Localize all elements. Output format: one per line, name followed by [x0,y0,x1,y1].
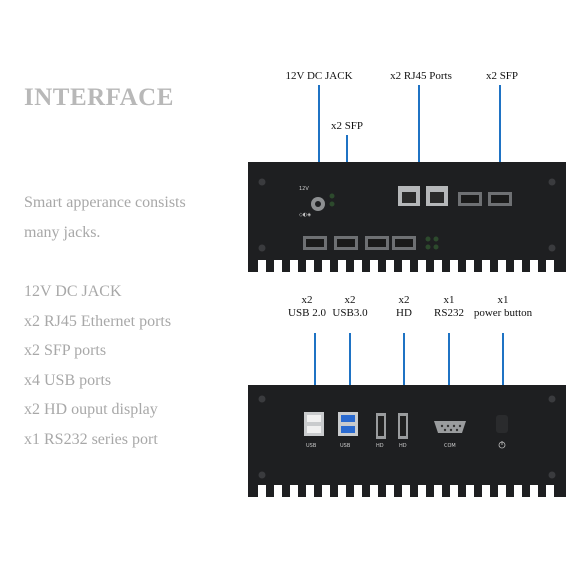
spec-item: x4 USB ports [24,371,112,389]
leader-line [502,333,504,423]
label-name: HD [396,307,412,319]
label-hd: x2 HD [382,294,426,320]
label-usb30: x2 USB3.0 [328,294,372,320]
port-text-usb: USB [340,443,351,449]
label-sfp-mid: x2 SFP [330,120,364,132]
label-name: power button [473,307,533,319]
label-qty: x2 [301,294,313,306]
description: Smart apperance consists many jacks. [24,188,244,248]
label-qty: x1 [497,294,509,306]
label-dc-jack: 12V DC JACK [285,70,353,82]
label-qty: x2 [344,294,356,306]
port-text-hd: HD [399,443,407,449]
label-qty: x1 [443,294,455,306]
leader-line [499,85,501,200]
label-rs232: x1 RS232 [427,294,471,320]
spec-list: 12V DC JACK x2 RJ45 Ethernet ports x2 SF… [24,277,171,454]
leader-line [403,333,405,423]
label-name: RS232 [434,307,464,319]
label-qty: x2 [398,294,410,306]
leader-line [318,85,320,190]
spec-item: x2 RJ45 Ethernet ports [24,312,172,330]
page-title: INTERFACE [24,84,174,111]
svg-text:◇◐◈: ◇◐◈ [299,212,311,218]
leader-line [314,333,316,423]
port-text-hd: HD [376,443,384,449]
label-name: USB 2.0 [288,307,326,319]
leader-line [349,333,351,423]
spec-item: 12V DC JACK [24,283,122,300]
spec-item: x1 RS232 series port [24,430,158,448]
label-usb20: x2 USB 2.0 [285,294,329,320]
port-text-com: COM [444,443,456,449]
svg-text:12V: 12V [299,186,309,192]
port-text-usb: USB [306,443,317,449]
leader-line [448,333,450,423]
device-back-panel: USB USB HD HD COM [248,385,566,497]
description-line: Smart apperance consists [24,194,186,211]
description-line: many jacks. [24,224,101,241]
spec-item: x2 SFP ports [24,342,107,359]
leader-line [418,85,420,195]
label-name: USB3.0 [332,307,368,319]
label-sfp-top: x2 SFP [485,70,519,82]
spec-item: x2 HD ouput display [24,401,158,418]
label-power: x1 power button [470,294,536,320]
label-rj45: x2 RJ45 Ports [390,70,452,82]
device-front-panel: 12V ◇◐◈ [248,162,566,272]
